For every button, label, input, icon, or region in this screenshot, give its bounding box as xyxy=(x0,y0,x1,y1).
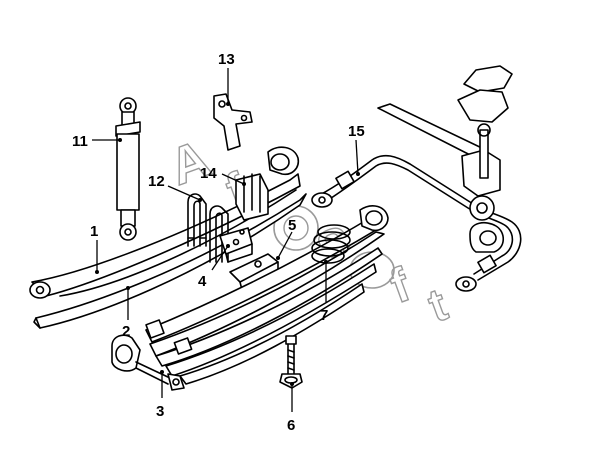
mounting-bolt xyxy=(279,335,303,389)
u-bolt xyxy=(187,193,229,263)
callout-12: 12 xyxy=(148,173,165,190)
callout-4: 4 xyxy=(198,273,207,290)
stabilizer-bar xyxy=(311,154,522,292)
callout-6: 6 xyxy=(287,417,295,434)
callout-15: 15 xyxy=(348,123,365,140)
leader-lines xyxy=(92,68,360,412)
stabilizer-link-bracket xyxy=(377,65,513,253)
watermark-letter xyxy=(283,215,309,241)
callout-3: 3 xyxy=(156,403,164,420)
spring-hanger xyxy=(235,146,300,221)
callout-14: 14 xyxy=(200,165,217,182)
callout-7: 7 xyxy=(320,307,328,324)
callout-13: 13 xyxy=(218,51,235,68)
callout-2: 2 xyxy=(122,323,130,340)
watermark-letter: f xyxy=(384,258,418,314)
watermark-letter: t xyxy=(421,278,453,332)
callout-5: 5 xyxy=(288,217,296,234)
spring-bushing xyxy=(311,224,351,264)
callout-1: 1 xyxy=(90,223,98,240)
shock-absorber xyxy=(115,97,141,241)
callouts: 1 2 3 4 5 6 7 11 12 13 14 15 xyxy=(72,51,365,434)
spring-bracket xyxy=(213,93,253,151)
leaf-spring-lower xyxy=(33,193,307,329)
leaf-spring-upper xyxy=(29,173,301,299)
shackle-bolt xyxy=(111,334,185,391)
callout-11: 11 xyxy=(72,133,88,150)
